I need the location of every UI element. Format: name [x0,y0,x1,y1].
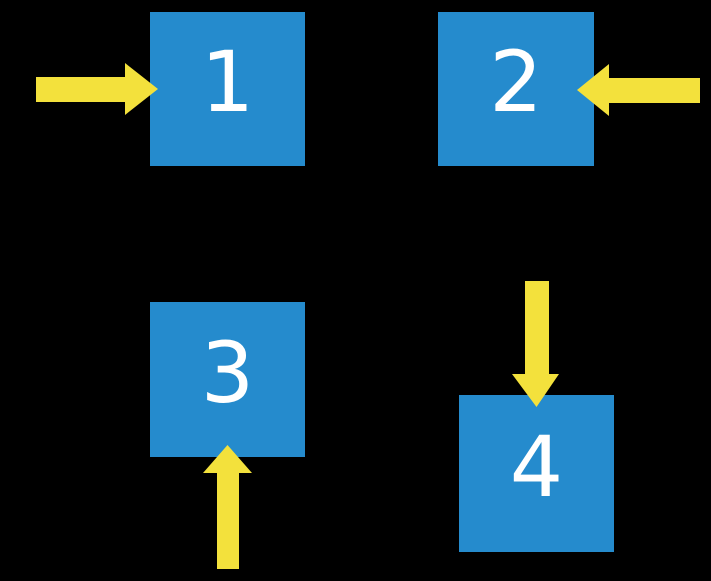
box-2-label: 2 [489,33,543,131]
box-3-label: 3 [200,323,255,422]
arrow-left-into-box-2 [577,64,700,116]
box-3: 3 [150,302,305,457]
arrow-up-into-box-3 [203,445,252,569]
arrow-down-into-box-4 [512,281,559,407]
box-4-label: 4 [509,417,564,516]
box-4: 4 [459,395,614,552]
box-1-label: 1 [200,33,255,131]
box-2: 2 [438,12,594,166]
arrow-right-into-box-1 [36,63,158,115]
box-1: 1 [150,12,305,166]
